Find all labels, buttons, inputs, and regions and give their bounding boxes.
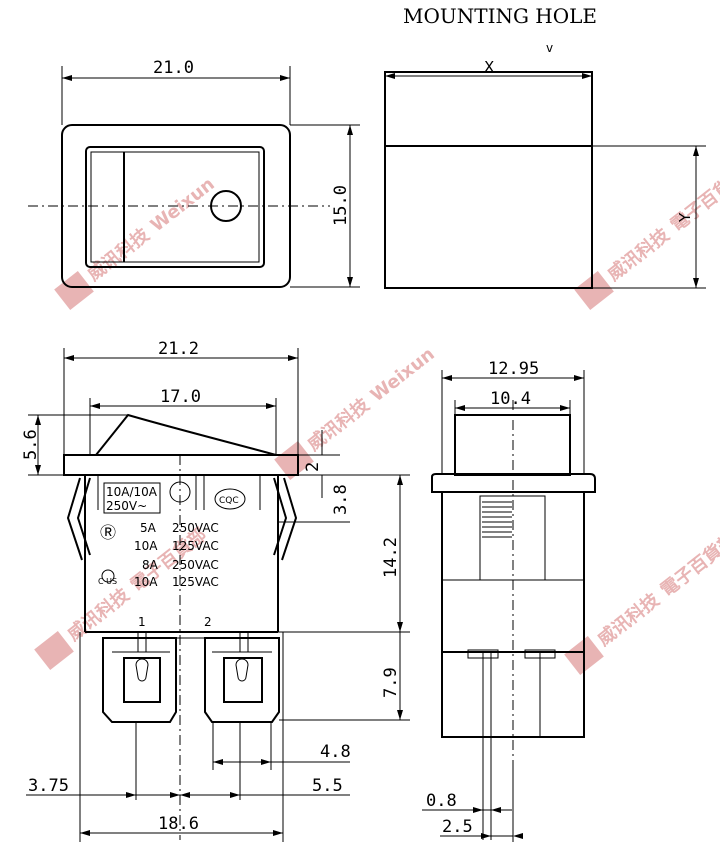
svg-text:威讯科技: 威讯科技: [303, 393, 374, 455]
front-view: 21.0 15.0: [28, 58, 360, 288]
row4-volt: 125VAC: [172, 575, 219, 589]
left-offset-dim: 3.75: [28, 776, 69, 796]
watermark: 威讯科技 電子百貨部: [564, 528, 720, 675]
actuator-width-dim: 17.0: [160, 387, 201, 407]
clip-gap-dim: 3.8: [331, 484, 351, 515]
watermark: 威讯科技 Weixun: [274, 344, 439, 480]
end-view: 12.95 10.4 0.8 2.5: [422, 359, 596, 842]
page-title: MOUNTING HOLE: [403, 4, 597, 28]
row1-volt: 250VAC: [172, 521, 219, 535]
pin-pitch-dim: 2.5: [442, 817, 473, 837]
front-width-dim: 21.0: [153, 58, 194, 78]
ur-mark: Ⓡ: [100, 523, 116, 542]
svg-text:電子百貨部: 電子百貨部: [666, 163, 720, 236]
svg-text:威讯科技: 威讯科技: [63, 583, 134, 645]
svg-text:電子百貨部: 電子百貨部: [656, 528, 720, 601]
body-height-dim: 14.2: [381, 537, 401, 578]
terminal-length-dim: 7.9: [381, 667, 401, 698]
mounting-corner-mark: v: [546, 41, 553, 55]
actuator-height-dim: 5.6: [21, 429, 41, 460]
row1-amp: 5A: [140, 521, 157, 535]
row2-volt: 125VAC: [172, 539, 219, 553]
watermark-group: 威讯科技 Weixun 威讯科技 電子百貨部 威讯科技 Weixun 威讯科技 …: [34, 163, 720, 675]
terminal-1-label: 1: [138, 615, 146, 629]
overall-width-dim: 18.6: [158, 814, 199, 834]
row4-amp: 10A: [134, 575, 158, 589]
side-view: 10A/10A 250V~ CQC Ⓡ 5A 250VAC 10A 125VAC…: [21, 339, 410, 842]
mounting-x-label: X: [484, 58, 494, 76]
svg-text:威讯科技: 威讯科技: [593, 588, 664, 650]
end-body-width-dim: 10.4: [490, 389, 531, 409]
watermark-cn: 威讯科技: [83, 223, 154, 285]
rating-box-line1: 10A/10A: [106, 485, 158, 499]
cus-mark: C US: [98, 577, 117, 586]
mounting-hole-view: X v Y: [384, 41, 706, 289]
svg-text:Weixun: Weixun: [367, 344, 439, 407]
svg-text:威讯科技: 威讯科技: [603, 223, 674, 285]
watermark: 威讯科技 Weixun: [54, 174, 219, 310]
row3-volt: 250VAC: [172, 558, 219, 572]
row2-amp: 10A: [134, 539, 158, 553]
mounting-y-label: Y: [676, 212, 694, 223]
rating-box-line2: 250V~: [106, 499, 147, 513]
cqc-mark: CQC: [219, 496, 239, 506]
body-width-dim: 21.2: [158, 339, 199, 359]
flange-dim: 2: [303, 462, 323, 472]
row3-amp: 8A: [142, 558, 159, 572]
rocker-ribs: [482, 501, 512, 538]
watermark-en: Weixun: [147, 174, 219, 237]
terminal-2-label: 2: [204, 615, 212, 629]
pin-thickness-dim: 0.8: [426, 791, 457, 811]
terminal-width-dim: 4.8: [320, 742, 351, 762]
pitch-dim: 5.5: [312, 776, 343, 796]
flange-width-dim: 12.95: [488, 359, 539, 379]
front-height-dim: 15.0: [331, 185, 351, 226]
